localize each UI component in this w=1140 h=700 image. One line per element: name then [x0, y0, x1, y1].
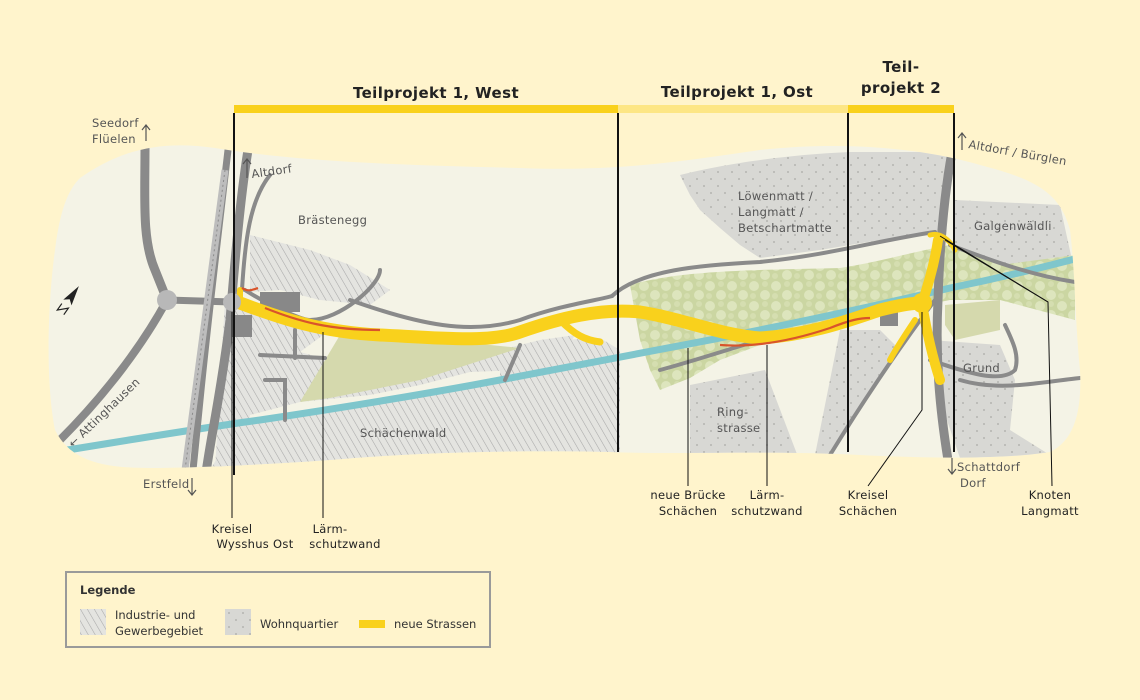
- road-ost-north: [610, 230, 937, 298]
- road-seedorf: [140, 145, 172, 305]
- label-ringstrasse-1: Ring-: [717, 405, 748, 419]
- section-title-ost: Teilprojekt 1, Ost: [661, 83, 813, 101]
- callout-kreisel-schaechen-1: Kreisel: [848, 488, 889, 502]
- callout-laerm-ost-2: schutzwand: [731, 504, 802, 518]
- arrow-up-icon: [141, 124, 151, 141]
- callout-kreisel-schaechen-2: Schächen: [839, 504, 897, 518]
- callout-knoten-2: Langmatt: [1021, 504, 1079, 518]
- legend-swatch-neue-strassen: [359, 620, 385, 628]
- arrow-up-icon: [242, 158, 252, 178]
- arrow-down-icon: [947, 458, 957, 475]
- river-schaechen: [54, 251, 1081, 456]
- noise-wall-west-b: [241, 286, 259, 292]
- label-flueelen: Flüelen: [92, 132, 136, 146]
- label-altdorf-west: Altdorf: [250, 161, 293, 181]
- label-ringstrasse-2: strasse: [717, 421, 760, 435]
- road-west-small-1: [258, 353, 327, 360]
- road-grund-loop: [928, 323, 1019, 379]
- new-road-south-link: [887, 317, 918, 363]
- callout-laerm-ost-1: Lärm-: [750, 488, 785, 502]
- label-seedorf: Seedorf: [92, 116, 139, 130]
- label-braestenegg: Brästenegg: [298, 213, 367, 227]
- label-erstfeld: Erstfeld: [143, 477, 190, 491]
- new-road-sched-south: [917, 298, 945, 385]
- field-grund: [945, 300, 1000, 340]
- residential-loewenmatt: [680, 152, 948, 258]
- legend-swatch-wohnquartier: [225, 609, 251, 635]
- label-schattdorf-2: Dorf: [960, 476, 987, 490]
- noise-wall-west: [264, 306, 381, 332]
- section-title-west: Teilprojekt 1, West: [353, 84, 519, 102]
- label-loewenmatt-3: Betschartmatte: [738, 221, 832, 235]
- industrial-area-ost: [500, 338, 620, 378]
- callout-kreisel-wysshus-2: Wysshus Ost: [216, 537, 293, 551]
- callout-laerm-west-1: Lärm-: [313, 522, 348, 536]
- section-bar-west: [234, 105, 618, 113]
- road-kreisel-link: [163, 296, 236, 306]
- road-west-small-3: [263, 378, 287, 422]
- road-altdorf-west: [240, 173, 272, 292]
- label-altdorf-buerglen: Altdorf / Bürglen: [967, 137, 1067, 168]
- callout-bruecke-1: neue Brücke: [650, 488, 725, 502]
- road-north-link: [348, 294, 614, 329]
- callout-laerm-west-2: schutzwand: [309, 537, 380, 551]
- callout-bruecke-2: Schächen: [659, 504, 717, 518]
- arrow-up-icon: [957, 132, 967, 150]
- field-area: [300, 335, 520, 402]
- section-title-tp2-line1: Teil-: [883, 58, 920, 76]
- callout-knoten-1: Knoten: [1029, 488, 1072, 502]
- road-attinghausen: [56, 296, 171, 444]
- label-grund: Grund: [963, 361, 1000, 375]
- roundabout-wysshus: [223, 293, 241, 311]
- leader-kreisel-schaechen: [867, 312, 923, 487]
- roundabout-schaechen: [912, 293, 932, 313]
- legend-label-industrie-2: Gewerbegebiet: [115, 624, 204, 638]
- section-title-tp2-line2: projekt 2: [861, 79, 941, 97]
- residential-ringstrasse: [690, 370, 800, 462]
- industrial-area-north: [250, 235, 390, 305]
- new-road-bridge: [556, 316, 604, 346]
- legend-label-wohnquartier: Wohnquartier: [260, 617, 339, 631]
- label-loewenmatt-1: Löwenmatt /: [738, 189, 813, 203]
- label-galgenwaeldli: Galgenwäldli: [974, 219, 1052, 233]
- callout-kreisel-wysshus-1: Kreisel: [212, 522, 253, 536]
- railway-ties: [184, 169, 226, 469]
- legend-title: Legende: [80, 583, 136, 597]
- legend-label-neue-strassen: neue Strassen: [394, 617, 477, 631]
- noise-wall-ost: [719, 316, 871, 347]
- industrial-area-south: [210, 360, 620, 469]
- section-bar-ost: [618, 105, 848, 113]
- road-grund-east: [958, 376, 1081, 388]
- road-bridge-stub: [503, 343, 522, 382]
- label-loewenmatt-2: Langmatt /: [738, 205, 804, 219]
- legend-label-industrie-1: Industrie- und: [115, 608, 196, 622]
- residential-east-small: [815, 330, 900, 455]
- legend-swatch-industrie: [80, 609, 106, 635]
- label-schattdorf-1: Schattdorf: [957, 460, 1021, 474]
- arrow-down-icon: [187, 478, 197, 496]
- north-arrow-icon: [55, 286, 79, 316]
- leader-knoten-2: [944, 239, 1053, 487]
- roundabout-attinghausen: [157, 290, 177, 310]
- new-road-main: [233, 296, 929, 346]
- road-altdorf-buerglen: [932, 147, 957, 465]
- legend: Legende Industrie- und Gewerbegebiet Woh…: [65, 571, 491, 648]
- building-2: [230, 315, 252, 337]
- section-bar-tp2: [848, 105, 954, 113]
- label-schaechenwald: Schächenwald: [360, 426, 446, 440]
